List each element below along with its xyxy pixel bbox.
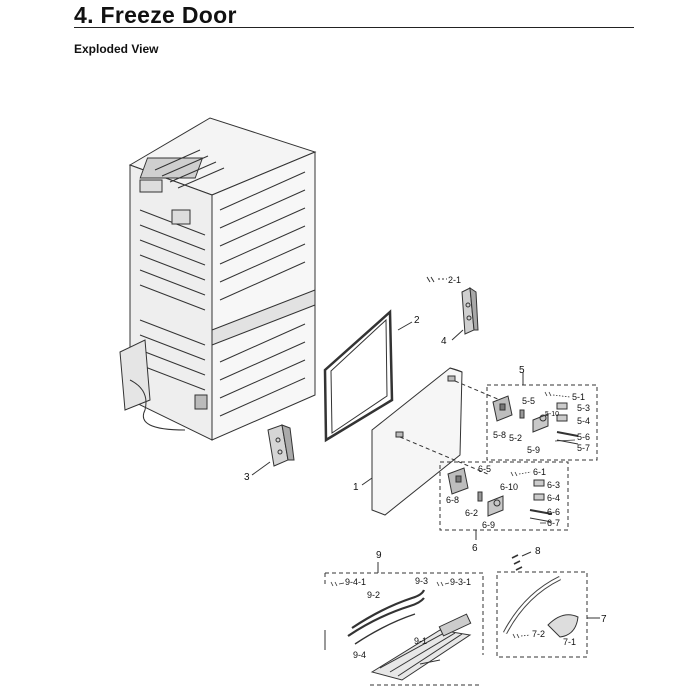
callout-6-5: 6-5 — [478, 464, 491, 474]
callout-6-8: 6-8 — [446, 495, 459, 505]
callout-9-4-1: 9-4-1 — [345, 577, 366, 587]
callout-1: 1 — [353, 482, 359, 493]
callout-6-7: 6-7 — [547, 518, 560, 528]
callout-6: 6 — [472, 543, 478, 554]
refrigerator-cabinet — [119, 117, 317, 441]
callout-9-2: 9-2 — [367, 590, 380, 600]
callout-7: 7 — [601, 614, 607, 625]
callout-3: 3 — [244, 472, 250, 483]
callout-6-4: 6-4 — [547, 493, 560, 503]
callout-5-2: 5-2 — [509, 433, 522, 443]
callout-6-6: 6-6 — [547, 507, 560, 517]
group-9-box — [324, 562, 484, 686]
callout-labels: 1 2 2-1 3 4 5 5-1 5-2 5-3 5-4 5-5 5-6 5-… — [244, 275, 607, 660]
callout-6-1: 6-1 — [533, 467, 546, 477]
callout-6-2: 6-2 — [465, 508, 478, 518]
part-2-gasket — [323, 309, 413, 443]
part-8-screws — [511, 551, 532, 571]
callout-9-3: 9-3 — [415, 576, 428, 586]
callout-5-10: 5-10 — [545, 411, 559, 418]
callout-9: 9 — [376, 550, 382, 561]
callout-6-10: 6-10 — [500, 482, 518, 492]
callout-6-3: 6-3 — [547, 480, 560, 490]
callout-5-3: 5-3 — [577, 403, 590, 413]
section-subtitle: Exploded View — [74, 42, 159, 56]
group-7-box — [496, 571, 600, 658]
callout-7-1: 7-1 — [563, 637, 576, 647]
leader-lines — [330, 391, 576, 639]
callout-8: 8 — [535, 546, 541, 557]
callout-9-4: 9-4 — [353, 650, 366, 660]
part-2-1-screws — [426, 276, 447, 283]
callout-2-1: 2-1 — [448, 275, 461, 285]
callout-5: 5 — [519, 365, 525, 376]
part-3-hinge-bracket — [251, 424, 295, 476]
group-5-box — [486, 372, 598, 461]
callout-5-7: 5-7 — [577, 443, 590, 453]
title-rule — [74, 27, 634, 28]
group-6-box — [439, 461, 569, 540]
callout-5-9: 5-9 — [527, 445, 540, 455]
callout-9-1: 9-1 — [414, 636, 427, 646]
callout-5-1: 5-1 — [572, 392, 585, 402]
callout-5-6: 5-6 — [577, 432, 590, 442]
callout-6-9: 6-9 — [482, 520, 495, 530]
callout-5-4: 5-4 — [577, 416, 590, 426]
callout-9-3-1: 9-3-1 — [450, 577, 471, 587]
part-4-hinge-bracket — [451, 287, 479, 341]
callout-5-5: 5-5 — [522, 396, 535, 406]
part-1-door — [361, 367, 501, 516]
callout-2: 2 — [414, 315, 420, 326]
page-title: 4. Freeze Door — [74, 2, 237, 28]
callout-4: 4 — [441, 336, 447, 347]
callout-5-8: 5-8 — [493, 430, 506, 440]
callout-7-2: 7-2 — [532, 629, 545, 639]
